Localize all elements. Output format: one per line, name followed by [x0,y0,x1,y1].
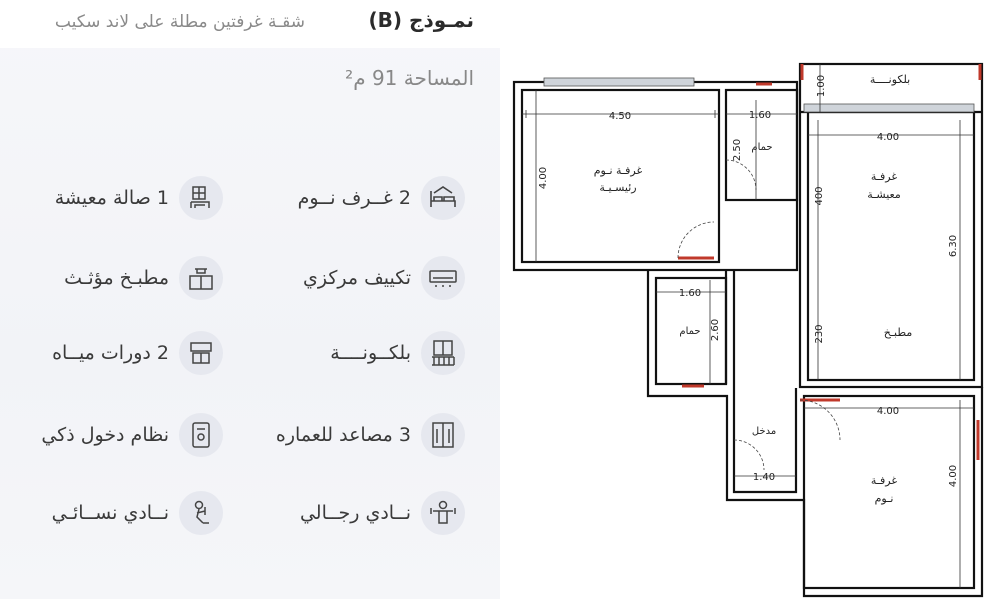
bed2-height: 4.00 [948,465,959,487]
balcony-dim: 1.00 [816,75,827,97]
elevator-icon [421,413,465,457]
living-height-2: 230 [814,324,825,343]
feature-womens-gym: نــادي نســائـي [51,491,223,535]
master-height: 4.00 [538,167,549,189]
bathroom-icon [179,331,223,375]
feature-label: 1 صالة معيشة [54,187,169,209]
feature-central-ac: تكييف مركزي [302,256,465,300]
left-panel-background [0,0,500,599]
feature-label: 2 غــرف نــوم [297,187,411,209]
feature-label: بلكــونــــة [330,342,411,364]
living-room-icon [179,176,223,220]
door-swing [799,399,841,441]
feature-kitchen: مطبـخ مؤثـث [64,256,223,300]
feature-label: نــادي رجــالي [299,502,411,524]
feature-elevators: 3 مصاعد للعماره [275,413,465,457]
master-label-1: غرفـة نـوم [594,164,643,177]
feature-balcony: بلكــونــــة [330,331,465,375]
title-bar [0,0,500,48]
bath2-width: 1.60 [679,288,701,299]
entry-wall [732,388,798,494]
door-swing [733,439,765,471]
living-width: 4.00 [877,132,899,143]
smart-lock-icon [179,413,223,457]
bed2-width: 4.00 [877,406,899,417]
kitchen-icon [179,256,223,300]
living-label-2: معيشـة [867,188,901,201]
feature-bathrooms: 2 دورات ميــاه [52,331,223,375]
entry-width: 1.40 [753,472,775,483]
feature-smart-entry: نظام دخول ذكي [41,413,223,457]
feature-label: مطبـخ مؤثـث [64,267,169,289]
bed2-label-2: نـوم [875,492,894,505]
balcony-label: بلكونــــة [870,73,910,86]
bedroom-2-wall [802,394,976,590]
bed2-label-1: غرفـة [871,474,897,487]
mens-gym-icon [421,491,465,535]
total-height: 6.30 [948,235,959,257]
living-height-1: 400 [814,186,825,205]
master-width: 4.50 [609,111,631,122]
living-window [803,103,975,113]
floor-plan: بلكونــــة 1.00 4.00 غرفـة معيشـة 400 23… [512,62,984,598]
dim-line [522,110,719,118]
door-swing [725,159,757,191]
living-label-1: غرفـة [871,170,897,183]
lower-outer-wall [646,270,984,598]
model-title: نمـوذج (B) [368,8,474,32]
master-label-2: رئيسـيـة [599,181,636,194]
bath1-width: 1.60 [749,110,771,121]
door-swing [677,221,715,259]
bath1-label: حمام [751,142,772,153]
living-block-outer [798,62,984,389]
feature-mens-gym: نــادي رجــالي [299,491,465,535]
womens-gym-icon [179,491,223,535]
entry-label: مدخل [752,426,776,437]
feature-living-room: 1 صالة معيشة [54,176,223,220]
bed-icon [421,176,465,220]
feature-label: 2 دورات ميــاه [52,342,169,364]
bathroom-1-wall [724,88,799,202]
master-window [543,77,695,87]
feature-bedrooms: 2 غــرف نــوم [297,176,465,220]
master-bedroom-inner [520,88,721,264]
model-subtitle: شقـة غرفتين مطلة على لاند سكيب [54,12,305,32]
feature-label: نــادي نســائـي [51,502,169,524]
kitchen-label: مطبـخ [884,326,913,339]
balcony-icon [421,331,465,375]
bath1-height: 2.50 [732,139,743,161]
feature-label: نظام دخول ذكي [41,424,169,446]
feature-label: تكييف مركزي [302,267,411,289]
feature-label: 3 مصاعد للعماره [275,424,411,446]
area-label: المساحة 91 م² [345,66,474,90]
air-conditioner-icon [421,256,465,300]
bath2-height: 2.60 [710,319,721,341]
corridor-wall [724,270,736,396]
bath2-label: حمام [679,326,700,337]
